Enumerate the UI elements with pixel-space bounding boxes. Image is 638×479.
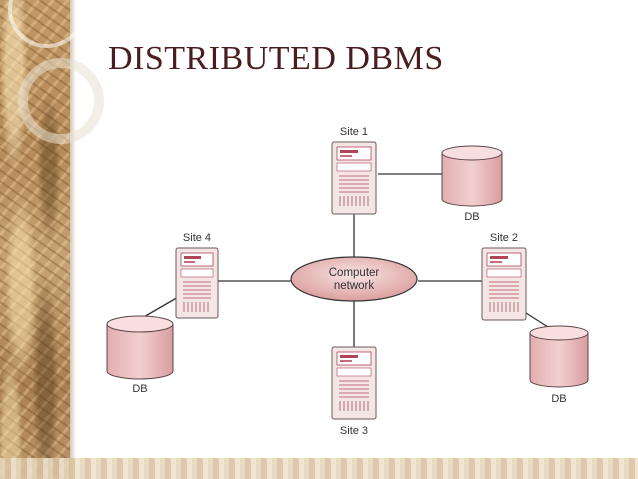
connection-lines: [141, 173, 549, 347]
server-site2: [481, 247, 527, 321]
slide-title: DISTRIBUTED DBMS: [108, 40, 444, 77]
database-site4: [106, 315, 174, 380]
database-site2: [529, 325, 589, 388]
server-site3: [331, 346, 377, 420]
link-site2-db: [525, 312, 549, 328]
db-site4-label: DB: [132, 383, 147, 395]
site4-label: Site 4: [183, 232, 211, 244]
computer-network: Computer network: [290, 256, 418, 302]
bottom-texture-strip: [0, 458, 638, 479]
database-site1: [441, 145, 503, 207]
db-site1-label: DB: [464, 211, 479, 223]
db-site2-label: DB: [551, 393, 566, 405]
texture-edge-shadow: [70, 0, 76, 479]
decorative-ring: [18, 58, 104, 144]
server-site1: [331, 141, 377, 215]
link-site4-db: [141, 295, 181, 319]
network-label-line1: Computer: [329, 267, 380, 279]
network-label-line2: network: [334, 280, 375, 292]
site2-label: Site 2: [490, 232, 518, 244]
site3-label: Site 3: [340, 425, 368, 437]
site1-label: Site 1: [340, 126, 368, 138]
server-site4: [175, 247, 219, 319]
